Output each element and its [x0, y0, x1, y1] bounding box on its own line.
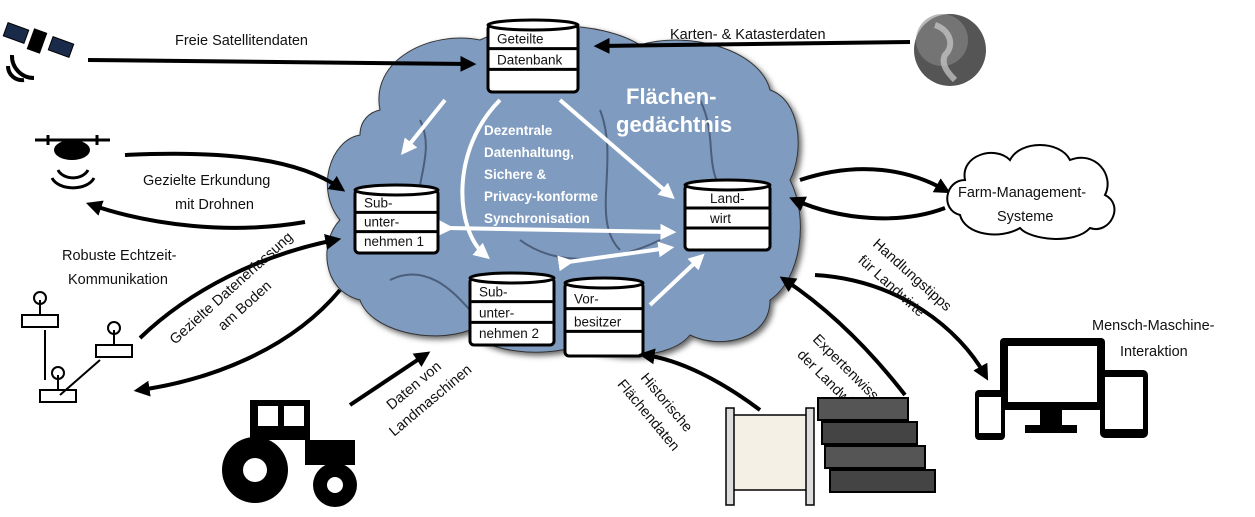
- label-hmi-2: Interaktion: [1120, 344, 1188, 360]
- database-label: nehmen 2: [479, 326, 539, 341]
- label-fms-2: Systeme: [997, 209, 1053, 225]
- previous-owner-database: Vor-besitzer: [563, 276, 645, 358]
- tractor-icon: [222, 400, 357, 507]
- database-label: Sub-: [479, 285, 508, 300]
- svg-text:Synchronisation: Synchronisation: [484, 211, 590, 226]
- label-fms: Farm-Management-: [958, 185, 1086, 201]
- devices-icon: [975, 338, 1148, 440]
- database-label: Geteilte: [497, 32, 544, 47]
- subcontractor-2-database: Sub-unter-nehmen 2: [468, 271, 556, 347]
- cloud-icon: [946, 144, 1116, 240]
- subcontractor-1-database: Sub-unter-nehmen 1: [353, 183, 440, 255]
- label-realtime: Robuste Echtzeit-: [62, 248, 177, 264]
- database-label: unter-: [479, 305, 514, 320]
- label-historic: Historische Flächendaten: [614, 370, 696, 454]
- database-label: Land-: [710, 191, 745, 206]
- farmer-database: Land-wirt: [683, 178, 772, 252]
- brain-title: Flächen-: [626, 84, 716, 109]
- database-label: Vor-: [574, 292, 599, 307]
- database-label: nehmen 1: [364, 234, 424, 249]
- label-hmi: Mensch-Maschine-: [1092, 318, 1215, 334]
- flow-arrows: [85, 37, 989, 412]
- globe-icon: [914, 14, 986, 86]
- label-satellite: Freie Satellitendaten: [175, 33, 308, 49]
- database-label: besitzer: [574, 314, 622, 329]
- label-machines: Daten von Landmaschinen: [384, 359, 475, 440]
- svg-text:Dezentrale: Dezentrale: [484, 123, 553, 138]
- satellite-icon: [2, 22, 75, 83]
- label-realtime-2: Kommunikation: [68, 272, 168, 288]
- router-network-icon: [21, 291, 133, 403]
- books-icon: [817, 397, 936, 493]
- scroll-icon: [725, 407, 815, 506]
- brain-title-2: gedächtnis: [616, 112, 732, 137]
- database-label: unter-: [364, 215, 399, 230]
- svg-text:Privacy-konforme: Privacy-konforme: [484, 189, 599, 204]
- svg-text:Datenhaltung,: Datenhaltung,: [484, 145, 574, 160]
- database-label: wirt: [709, 211, 731, 226]
- label-maps: Karten- & Katasterdaten: [670, 27, 826, 43]
- svg-text:Sichere &: Sichere &: [484, 167, 547, 182]
- label-drone-2: mit Drohnen: [175, 197, 254, 213]
- drone-icon: [35, 135, 110, 190]
- label-ground: Gezielte Datenerfassung am Boden: [167, 229, 296, 348]
- svg-text:Gezielte Datenerfassung: Gezielte Datenerfassung: [167, 229, 296, 348]
- label-drone: Gezielte Erkundung: [143, 173, 270, 189]
- database-label: Datenbank: [497, 52, 563, 67]
- sync-arrows: [401, 98, 705, 307]
- database-label: Sub-: [364, 195, 393, 210]
